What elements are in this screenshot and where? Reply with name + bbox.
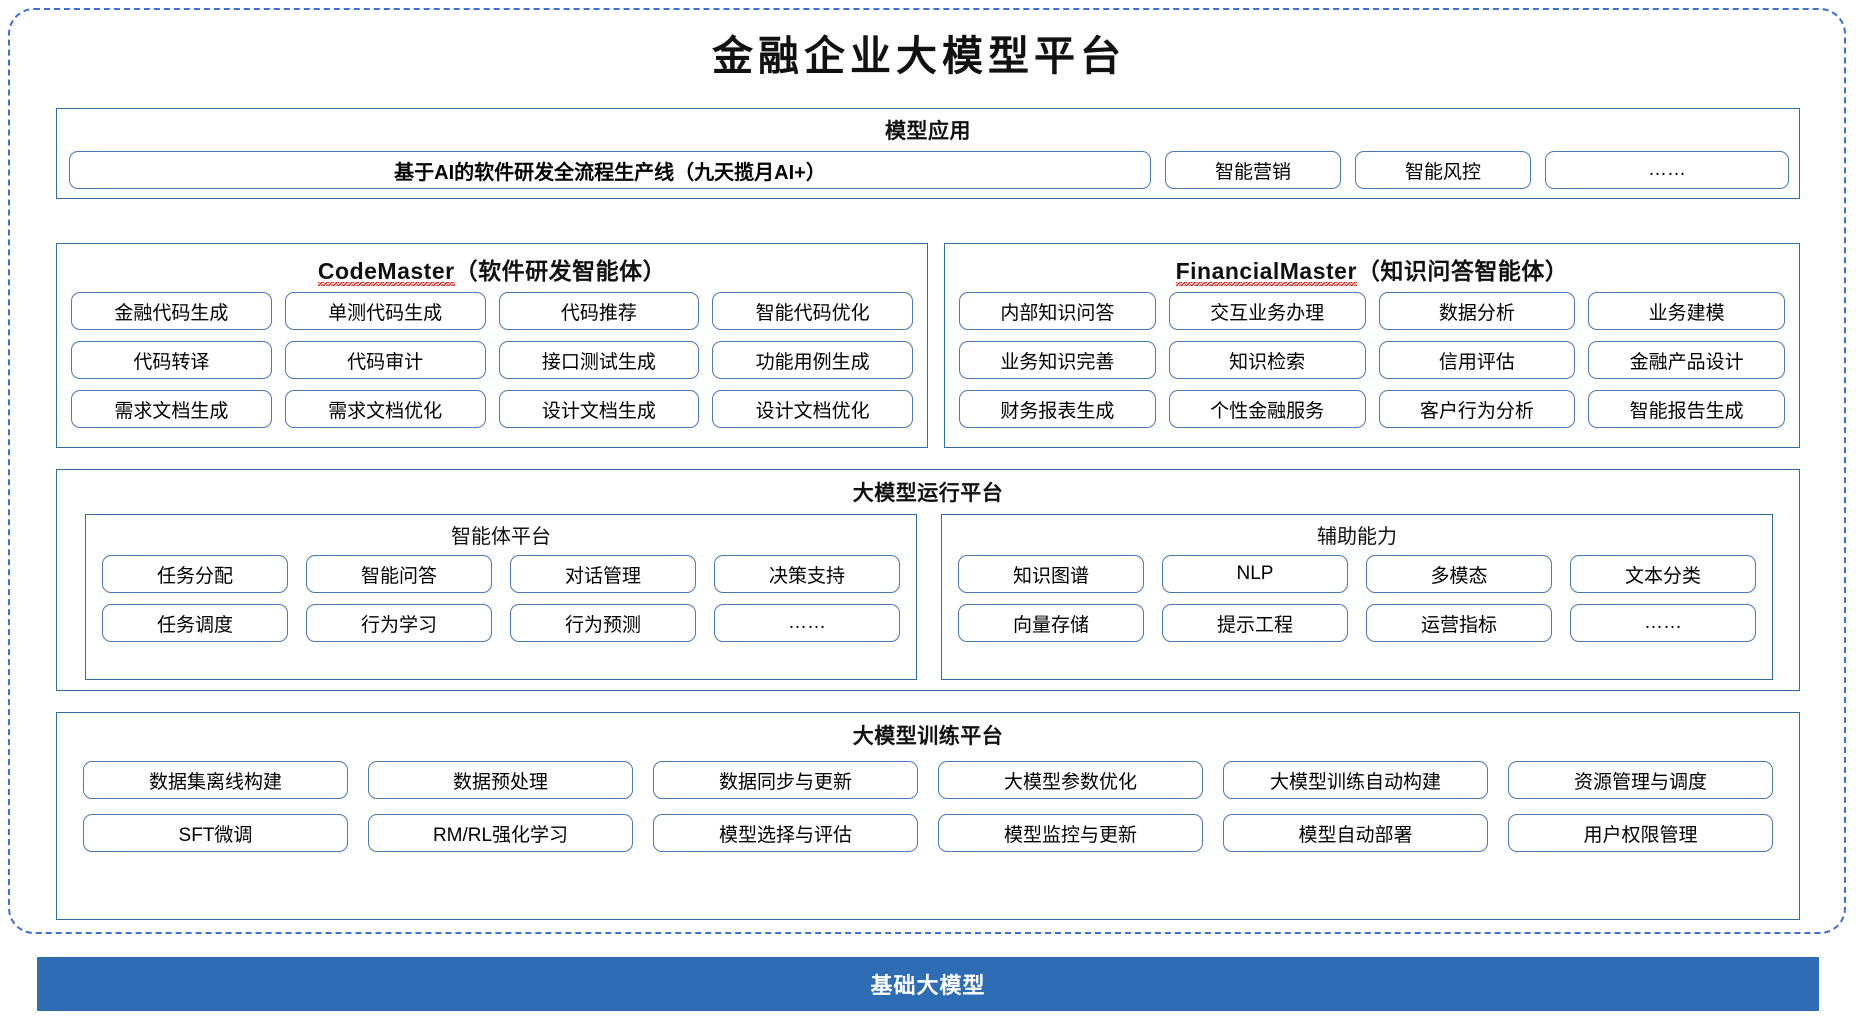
chip-ai-production-line[interactable]: 基于AI的软件研发全流程生产线（九天揽月AI+） [69,151,1151,189]
chip-fm-5[interactable]: 知识检索 [1168,341,1366,379]
training-platform-item-grid: 数据集离线构建 数据预处理 数据同步与更新 大模型参数优化 大模型训练自动构建 … [83,761,1773,854]
chip-tp-6[interactable]: SFT微调 [83,814,348,852]
section-title-financialmaster: FinancialMaster（知识问答智能体） [945,252,1799,286]
chip-ac-6[interactable]: 运营指标 [1366,604,1552,642]
chip-smart-risk-control[interactable]: 智能风控 [1355,151,1531,189]
chip-tp-0[interactable]: 数据集离线构建 [83,761,348,799]
chip-fm-2[interactable]: 数据分析 [1378,292,1576,330]
chip-cm-2[interactable]: 代码推荐 [498,292,700,330]
section-title-training-platform: 大模型训练平台 [852,725,1004,748]
section-codemaster: CodeMaster（软件研发智能体） 金融代码生成 单测代码生成 代码推荐 智… [56,243,928,448]
chip-ac-2[interactable]: 多模态 [1366,555,1552,593]
chip-cm-3[interactable]: 智能代码优化 [712,292,913,330]
financialmaster-item-grid: 内部知识问答 交互业务办理 数据分析 业务建模 业务知识完善 知识检索 信用评估… [959,292,1785,428]
chip-fm-0[interactable]: 内部知识问答 [959,292,1156,330]
chip-tp-3[interactable]: 大模型参数优化 [938,761,1203,799]
chip-tp-1[interactable]: 数据预处理 [368,761,633,799]
chip-ap-3[interactable]: 决策支持 [714,555,900,593]
chip-fm-11[interactable]: 智能报告生成 [1588,390,1785,428]
chip-tp-5[interactable]: 资源管理与调度 [1508,761,1773,799]
chip-cm-8[interactable]: 需求文档生成 [71,390,272,428]
subsection-title-agent-platform: 智能体平台 [451,526,551,548]
codemaster-brand-label: CodeMaster [317,258,455,286]
chip-tp-8[interactable]: 模型选择与评估 [653,814,918,852]
chip-fm-10[interactable]: 客户行为分析 [1378,390,1576,428]
chip-cm-11[interactable]: 设计文档优化 [712,390,913,428]
section-model-application: 模型应用 基于AI的软件研发全流程生产线（九天揽月AI+） 智能营销 智能风控 … [56,108,1800,199]
chip-cm-4[interactable]: 代码转译 [71,341,272,379]
section-training-platform: 大模型训练平台 数据集离线构建 数据预处理 数据同步与更新 大模型参数优化 大模… [56,712,1800,920]
chip-cm-10[interactable]: 设计文档生成 [498,390,700,428]
chip-ap-0[interactable]: 任务分配 [102,555,288,593]
chip-ap-6[interactable]: 行为预测 [510,604,696,642]
codemaster-item-grid: 金融代码生成 单测代码生成 代码推荐 智能代码优化 代码转译 代码审计 接口测试… [71,292,913,428]
subsection-title-assist-capability: 辅助能力 [1317,526,1397,548]
chip-fm-9[interactable]: 个性金融服务 [1168,390,1366,428]
chip-fm-4[interactable]: 业务知识完善 [959,341,1156,379]
chip-ap-2[interactable]: 对话管理 [510,555,696,593]
chip-tp-11[interactable]: 用户权限管理 [1508,814,1773,852]
page-title: 金融企业大模型平台 [712,32,1126,80]
chip-fm-7[interactable]: 金融产品设计 [1588,341,1785,379]
chip-fm-8[interactable]: 财务报表生成 [959,390,1156,428]
chip-smart-marketing[interactable]: 智能营销 [1165,151,1341,189]
chip-ap-4[interactable]: 任务调度 [102,604,288,642]
section-runtime-platform: 大模型运行平台 智能体平台 任务分配 智能问答 对话管理 决策支持 任务调度 行… [56,469,1800,691]
chip-fm-3[interactable]: 业务建模 [1588,292,1785,330]
chip-ac-1[interactable]: NLP [1162,555,1348,593]
chip-cm-7[interactable]: 功能用例生成 [712,341,913,379]
chip-fm-6[interactable]: 信用评估 [1378,341,1576,379]
chip-ac-0[interactable]: 知识图谱 [958,555,1144,593]
financialmaster-brand-label: FinancialMaster [1175,258,1357,286]
section-financialmaster: FinancialMaster（知识问答智能体） 内部知识问答 交互业务办理 数… [944,243,1800,448]
chip-cm-9[interactable]: 需求文档优化 [284,390,486,428]
chip-ac-3[interactable]: 文本分类 [1570,555,1756,593]
chip-cm-6[interactable]: 接口测试生成 [498,341,700,379]
chip-ac-4[interactable]: 向量存储 [958,604,1144,642]
chip-tp-10[interactable]: 模型自动部署 [1223,814,1488,852]
chip-ap-1[interactable]: 智能问答 [306,555,492,593]
section-title-model-application: 模型应用 [885,120,971,143]
section-title-codemaster: CodeMaster（软件研发智能体） [57,252,927,286]
subsection-agent-platform: 智能体平台 任务分配 智能问答 对话管理 决策支持 任务调度 行为学习 行为预测… [85,514,917,680]
chip-fm-1[interactable]: 交互业务办理 [1168,292,1366,330]
agent-platform-item-grid: 任务分配 智能问答 对话管理 决策支持 任务调度 行为学习 行为预测 …… [102,555,900,642]
chip-ac-7[interactable]: …… [1570,604,1756,642]
chip-tp-7[interactable]: RM/RL强化学习 [368,814,633,852]
subsection-assist-capability: 辅助能力 知识图谱 NLP 多模态 文本分类 向量存储 提示工程 运营指标 …… [941,514,1773,680]
chip-tp-4[interactable]: 大模型训练自动构建 [1223,761,1488,799]
diagram-outer-frame [8,8,1846,934]
financialmaster-suffix-label: （知识问答智能体） [1356,258,1569,284]
chip-tp-2[interactable]: 数据同步与更新 [653,761,918,799]
chip-ap-5[interactable]: 行为学习 [306,604,492,642]
model-application-row: 基于AI的软件研发全流程生产线（九天揽月AI+） 智能营销 智能风控 …… [69,151,1789,189]
chip-more-ellipsis[interactable]: …… [1545,151,1789,189]
chip-ap-7[interactable]: …… [714,604,900,642]
chip-cm-0[interactable]: 金融代码生成 [71,292,272,330]
chip-cm-1[interactable]: 单测代码生成 [284,292,486,330]
chip-ac-5[interactable]: 提示工程 [1162,604,1348,642]
section-title-runtime-platform: 大模型运行平台 [852,482,1004,505]
foundation-model-bar: 基础大模型 [37,957,1819,1011]
codemaster-suffix-label: （软件研发智能体） [454,258,667,284]
chip-cm-5[interactable]: 代码审计 [284,341,486,379]
chip-tp-9[interactable]: 模型监控与更新 [938,814,1203,852]
assist-capability-item-grid: 知识图谱 NLP 多模态 文本分类 向量存储 提示工程 运营指标 …… [958,555,1756,642]
